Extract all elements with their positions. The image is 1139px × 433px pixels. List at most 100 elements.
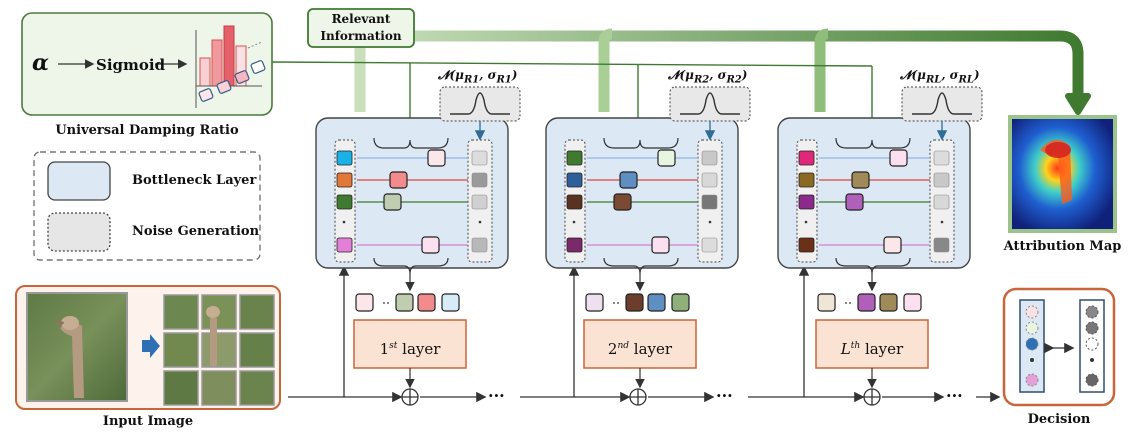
- forward-flow: [288, 265, 1001, 403]
- token-2-4: [566, 237, 583, 253]
- layer-label-2: 2nd layer: [607, 340, 673, 358]
- output-token-1-2: [395, 293, 414, 312]
- gaussian-curve-icon-2: [680, 92, 740, 115]
- noise-ellipsis-3: [940, 220, 944, 224]
- output-token-3-2: [857, 293, 876, 312]
- decision-box: [1002, 287, 1116, 407]
- layer-label-3: Lth layer: [840, 340, 904, 358]
- output-dot-b-1: [387, 302, 389, 304]
- noise-ellipsis-1: [478, 220, 482, 224]
- output-token-1-4: [441, 293, 460, 312]
- transformer-layer-2: [583, 319, 697, 369]
- noise-token-1-3: [471, 194, 488, 210]
- top-brace-1: [373, 137, 449, 149]
- output-token-2-4: [671, 293, 690, 312]
- attribution-map-caption: Attribution Map: [1003, 239, 1122, 254]
- legend-bottleneck-swatch: [47, 161, 111, 201]
- mask-1-1: [427, 149, 446, 167]
- relevant-info-line1: Relevant: [331, 12, 391, 26]
- relevant-info-line2: Information: [320, 29, 402, 43]
- token-3-2: [798, 172, 815, 188]
- noise-token-2-3: [701, 194, 718, 210]
- relevant-information-box: [307, 8, 415, 48]
- sigmoid-bars: [195, 25, 266, 108]
- decision-caption: Decision: [1027, 412, 1091, 427]
- legend-noise-label: Noise Generation: [132, 224, 260, 239]
- damping-ratio-box: [21, 12, 273, 116]
- flow-ellipsis-3: ···: [946, 386, 963, 405]
- sigmoid-label: Sigmoid: [96, 56, 166, 74]
- token-1-2: [336, 172, 353, 188]
- noise-generator-3: [901, 86, 983, 122]
- noise-token-2-1: [701, 150, 718, 166]
- mask-2-3: [613, 193, 632, 211]
- ostrich-figure: [56, 316, 84, 398]
- token-1-3: [336, 194, 353, 210]
- layer-label-1: 1st layer: [379, 340, 441, 358]
- token-ellipsis-3: [804, 220, 808, 224]
- legend-box: [33, 151, 261, 261]
- alpha-symbol: α: [32, 50, 49, 76]
- noise-token-3-3: [933, 194, 950, 210]
- mask-3-4: [883, 236, 902, 254]
- output-token-1-1: [355, 293, 374, 312]
- bottleneck-module-3: [777, 86, 983, 389]
- bottleneck-module-2: [545, 86, 751, 389]
- noise-ellipsis-2: [708, 220, 712, 224]
- mask-1-2: [389, 171, 408, 189]
- token-3-1: [798, 150, 815, 166]
- noise-generator-2: [669, 86, 751, 122]
- input-image-box: [15, 285, 281, 410]
- mask-3-1: [889, 149, 908, 167]
- gaussian-curve-icon-3: [912, 92, 972, 115]
- noise-token-3-1: [933, 150, 950, 166]
- patch-arrow-icon: [142, 334, 160, 358]
- token-ellipsis-1: [342, 220, 346, 224]
- mask-1-4: [421, 236, 440, 254]
- token-ellipsis-2: [572, 220, 576, 224]
- output-dot-b-3: [849, 302, 851, 304]
- flow-ellipsis-1: ···: [488, 386, 505, 405]
- flow-ellipsis-2: ···: [716, 386, 733, 405]
- legend-bottleneck-label: Bottleneck Layer: [132, 173, 257, 188]
- token-3-4: [798, 237, 815, 253]
- noise-token-2-2: [701, 172, 718, 188]
- top-brace-3: [835, 137, 911, 149]
- mask-2-4: [651, 236, 670, 254]
- token-2-2: [566, 172, 583, 188]
- damping-caption: Universal Damping Ratio: [55, 123, 239, 138]
- output-token-1-3: [417, 293, 436, 312]
- mask-3-3: [845, 193, 864, 211]
- noise-token-3-4: [933, 237, 950, 253]
- gaussian-label-1: 𝓝(μR1, σR1): [438, 68, 518, 86]
- input-image-caption: Input Image: [102, 414, 194, 429]
- mask-2-1: [657, 149, 676, 167]
- mask-1-3: [383, 193, 402, 211]
- noise-token-1-1: [471, 150, 488, 166]
- token-2-3: [566, 194, 583, 210]
- mask-3-2: [851, 171, 870, 189]
- output-token-2-1: [585, 293, 604, 312]
- gaussian-label-2: 𝓝(μR2, σR2): [668, 68, 748, 86]
- output-token-3-1: [817, 293, 836, 312]
- gaussian-curve-icon-1: [450, 92, 510, 115]
- relevant-information-flow: [354, 28, 1091, 115]
- output-dot-a-3: [845, 302, 847, 304]
- output-token-2-2: [625, 293, 644, 312]
- token-3-3: [798, 194, 815, 210]
- noise-token-1-2: [471, 172, 488, 188]
- mask-2-2: [619, 171, 638, 189]
- output-dot-a-1: [383, 302, 385, 304]
- noise-token-1-4: [471, 237, 488, 253]
- image-patches-grid: [163, 294, 275, 406]
- output-token-3-3: [879, 293, 898, 312]
- token-1-1: [336, 150, 353, 166]
- noise-generator-1: [439, 86, 521, 122]
- output-token-3-4: [903, 293, 922, 312]
- attribution-map: [1008, 115, 1117, 233]
- token-2-1: [566, 150, 583, 166]
- output-dot-a-2: [613, 302, 615, 304]
- gaussian-label-3: 𝓝(μRL, σRL): [900, 68, 980, 86]
- noise-token-2-4: [701, 237, 718, 253]
